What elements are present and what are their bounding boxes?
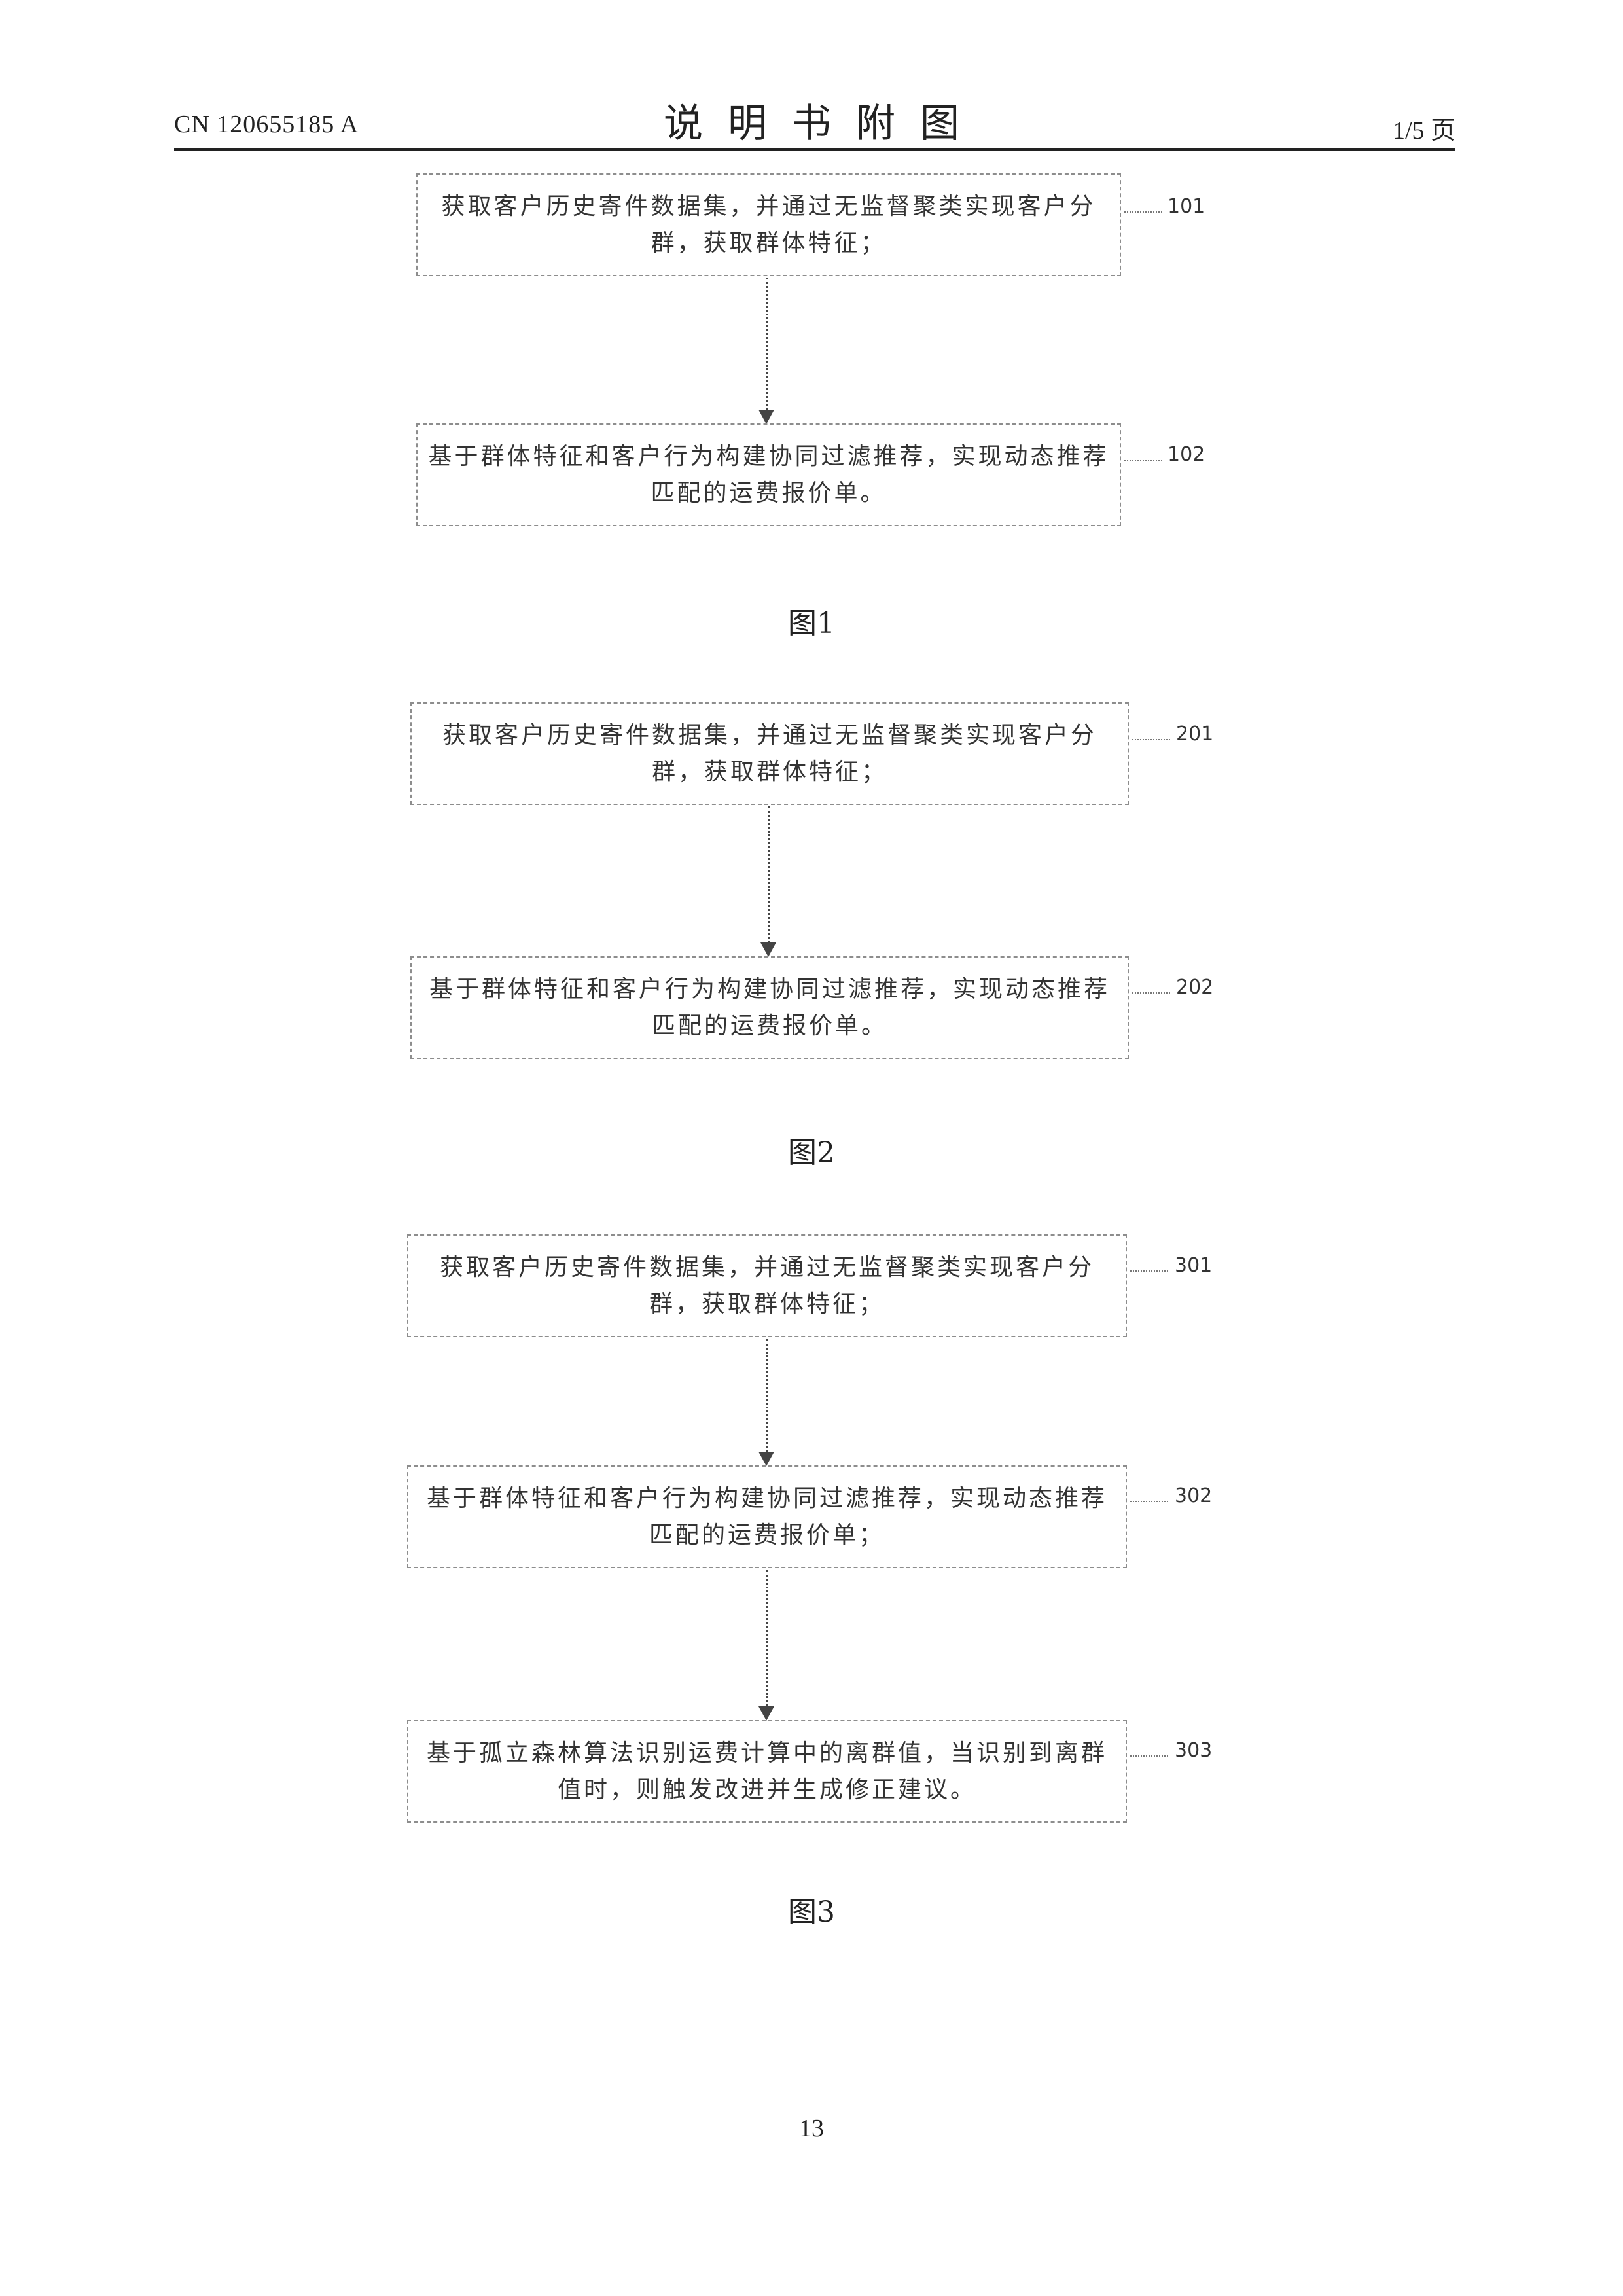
ref-leader-301	[1130, 1270, 1168, 1272]
header-rule	[174, 148, 1455, 151]
flow-step-101: 获取客户历史寄件数据集，并通过无监督聚类实现客户分群，获取群体特征；	[416, 173, 1121, 276]
ref-leader-202	[1132, 992, 1170, 994]
ref-leader-302	[1130, 1501, 1168, 1502]
ref-label-101: 101	[1168, 195, 1205, 218]
flow-arrow-301-302	[766, 1339, 769, 1463]
ref-label-301: 301	[1175, 1254, 1212, 1277]
flow-step-202: 基于群体特征和客户行为构建协同过滤推荐，实现动态推荐匹配的运费报价单。	[410, 956, 1129, 1059]
flow-step-301: 获取客户历史寄件数据集，并通过无监督聚类实现客户分群，获取群体特征；	[407, 1234, 1127, 1337]
flow-arrow-201-202	[768, 806, 771, 954]
flow-step-201: 获取客户历史寄件数据集，并通过无监督聚类实现客户分群，获取群体特征；	[410, 702, 1129, 805]
flow-arrow-302-303	[766, 1570, 769, 1718]
ref-leader-201	[1132, 739, 1170, 740]
page-indicator: 1/5 页	[1393, 110, 1455, 146]
ref-label-102: 102	[1168, 443, 1205, 466]
page-title: 说明书附图	[0, 92, 1623, 149]
flow-step-102: 基于群体特征和客户行为构建协同过滤推荐，实现动态推荐匹配的运费报价单。	[416, 423, 1121, 526]
flow-step-302: 基于群体特征和客户行为构建协同过滤推荐，实现动态推荐匹配的运费报价单；	[407, 1465, 1127, 1568]
ref-label-202: 202	[1176, 976, 1213, 999]
ref-label-303: 303	[1175, 1739, 1212, 1762]
flow-step-303: 基于孤立森林算法识别运费计算中的离群值，当识别到离群值时，则触发改进并生成修正建…	[407, 1720, 1127, 1823]
figure-caption-2: 图2	[681, 1129, 942, 1171]
ref-leader-101	[1124, 211, 1162, 213]
ref-label-302: 302	[1175, 1484, 1212, 1507]
page-number: 13	[0, 2114, 1623, 2143]
ref-leader-303	[1130, 1755, 1168, 1757]
ref-leader-102	[1124, 460, 1162, 461]
ref-label-201: 201	[1176, 723, 1213, 745]
figure-caption-3: 图3	[681, 1888, 942, 1930]
flow-arrow-101-102	[766, 278, 769, 422]
figure-caption-1: 图1	[681, 600, 942, 641]
